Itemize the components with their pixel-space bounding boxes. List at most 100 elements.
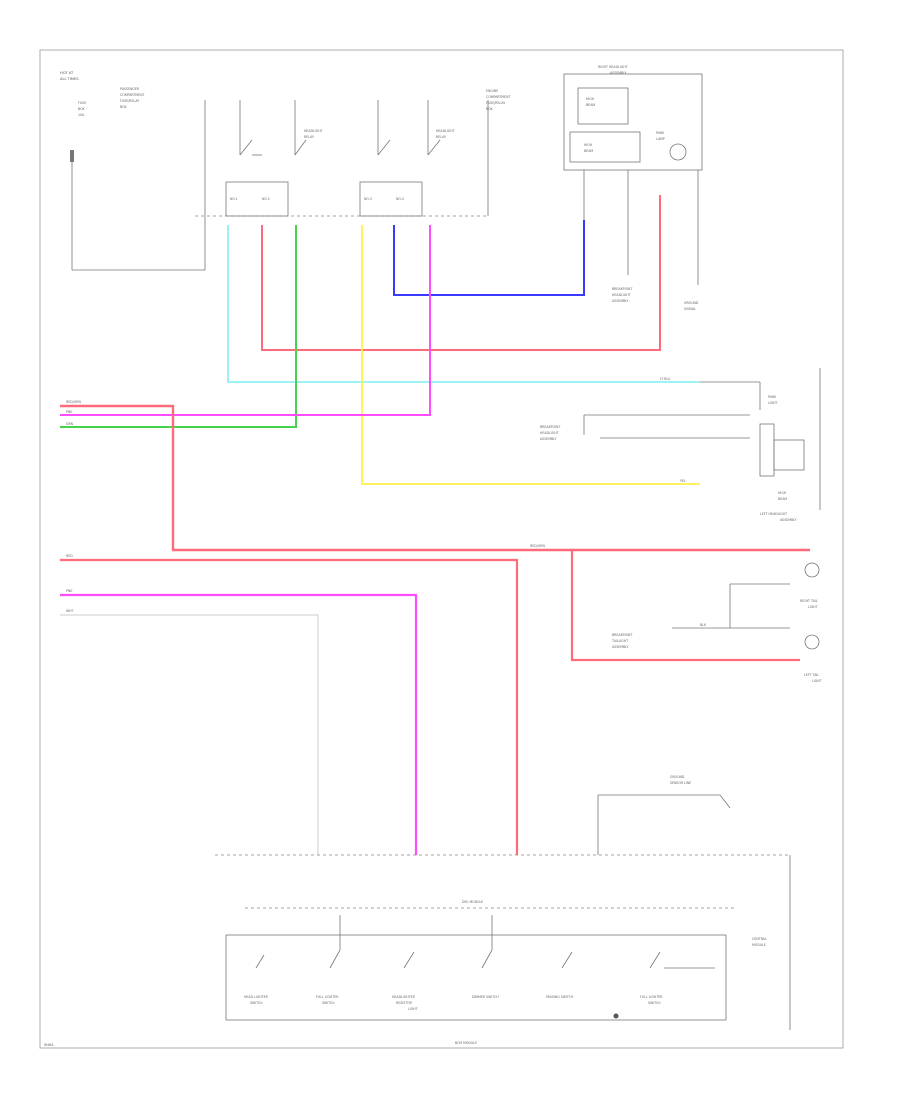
switch-1: HEAD LIGHTER SWITCH — [244, 954, 269, 1005]
relay-right-pin-2: NO.4 — [396, 197, 404, 201]
switch-1-line-1: HEAD LIGHTER — [244, 995, 269, 999]
wire-white — [60, 614, 319, 855]
switch-5-line-1: PASSING SWITCH — [546, 995, 574, 999]
switch-2: FULL LIGHTER SWITCH — [316, 915, 341, 1005]
switch-2-line-1: FULL LIGHTER — [316, 995, 339, 999]
wire-red-top — [261, 195, 661, 351]
rh-ground-2: HEADLIGHT — [612, 293, 631, 297]
rh-high-1: HIGH — [584, 143, 593, 147]
lh-ground-2: HEADLIGHT — [540, 431, 559, 435]
ground-note-1: GROUND — [670, 775, 685, 779]
left-headlight-group: PARK LIGHT BREAKPOINT HEADLIGHT ASSEMBLY… — [540, 368, 821, 522]
tag-red2: RED/GRN — [530, 544, 545, 548]
tag-blk: BLK — [700, 623, 707, 627]
wire-lightblue — [227, 225, 700, 383]
bottom-unit-side-1: CENTRAL — [752, 937, 767, 941]
rh-title-2: ASSEMBLY — [610, 71, 627, 75]
lh-ground-1: BREAKPOINT — [540, 425, 560, 429]
rh-park-1: PARK — [656, 131, 665, 135]
colored-wires-middle — [60, 550, 800, 855]
switch-3-line-2: RESISTOR — [396, 1001, 413, 1005]
fuse-hot-label-1: HOT AT — [60, 71, 74, 75]
lh-lamp-2: BEAM — [778, 497, 787, 501]
fuse-desc-3: FUSE/RELAY — [120, 99, 139, 103]
relay-right-label-2: RELAY — [436, 135, 446, 139]
tag-lb: LT BLU — [660, 377, 671, 381]
tail-right-2: LIGHT — [808, 605, 818, 609]
wire-blue — [393, 220, 585, 296]
fuse-desc-4: BOX — [120, 105, 127, 109]
rh-low-1: HIGH — [586, 97, 595, 101]
relay-left-label-2: RELAY — [304, 135, 314, 139]
lh-ground-3: ASSEMBLY — [540, 437, 557, 441]
fuse-note-1: FUSE — [78, 101, 86, 105]
switch-1-line-2: SWITCH — [250, 1001, 263, 1005]
tail-left-2: LIGHT — [812, 679, 822, 683]
switch-4-line-1: DIMMER SWITCH — [472, 995, 499, 999]
wire-magenta-top — [60, 225, 431, 416]
switch-4: DIMMER SWITCH — [472, 915, 499, 999]
switch-3-line-1: HEADLIGHTER — [392, 995, 416, 999]
lh-title-2: ASSEMBLY — [780, 518, 797, 522]
fuse-note-2: BOX — [78, 107, 85, 111]
ground-sensor-group: GROUND SENSOR LINE — [597, 775, 731, 855]
rh-low-2: BEAM — [586, 103, 595, 107]
tag-w4: RED — [66, 554, 73, 558]
bottom-unit-label: DRL MODULE — [462, 900, 483, 904]
rh-high-2: BEAM — [584, 149, 593, 153]
relay-left-label-1: HEADLIGHT — [304, 129, 323, 133]
tag-w6: WHT — [66, 609, 74, 613]
tag-yel: YEL — [680, 479, 686, 483]
relay-box-group: HEADLIGHT RELAY NO.1 NO.2 HEADLIGHT RELA… — [195, 89, 510, 217]
switch-6: FULL LIGHTER SWITCH — [640, 951, 715, 1005]
right-headlight-group: RIGHT HEADLIGHT ASSEMBLY HIGH BEAM HIGH … — [563, 65, 703, 311]
wire-red-main — [60, 404, 810, 552]
relay-box-desc-2: COMPARTMENT — [486, 95, 510, 99]
tail-left-1: LEFT TAIL — [804, 673, 819, 677]
colored-wires-top — [60, 195, 810, 552]
ground-dot — [613, 1013, 619, 1019]
switch-3-line-3: LIGHT — [408, 1007, 418, 1011]
wire-magenta-mid — [60, 593, 418, 855]
wire-red-tail — [570, 550, 800, 662]
switch-6-line-1: FULL LIGHTER — [640, 995, 663, 999]
rh-ground-1: BREAKPOINT — [612, 287, 632, 291]
lh-title-1: LEFT HEADLIGHT — [760, 512, 787, 516]
lh-lamp-1: HIGH — [778, 491, 787, 495]
switch-3: HEADLIGHTER RESISTOR LIGHT — [392, 951, 418, 1011]
fuse-desc-1: PASSENGER — [120, 87, 140, 91]
wire-red-mid — [60, 558, 519, 855]
tail-ground-2: TAILLIGHT — [611, 639, 628, 643]
tag-w3: GRN — [66, 422, 74, 426]
footer-code: W46A — [44, 1043, 54, 1047]
fuse-hot-label-2: ALL TIMES — [60, 77, 79, 81]
tag-w1: RED/GRN — [66, 400, 81, 404]
rh-signal-1: GROUND — [684, 301, 699, 305]
diagram-frame — [39, 49, 844, 1049]
top-left-fuse-group: HOT AT ALL TIMES FUSE BOX 10A PASSENGER … — [60, 71, 206, 271]
tail-right-1: RIGHT TAIL — [800, 599, 818, 603]
ground-note-2: SENSOR LINE — [670, 781, 691, 785]
rh-ground-3: ASSEMBLY — [612, 299, 629, 303]
relay-box-desc-4: BOX — [486, 107, 493, 111]
switch-2-line-2: SWITCH — [322, 1001, 335, 1005]
switch-6-line-2: SWITCH — [648, 1001, 661, 1005]
rh-signal-2: SIGNAL — [684, 307, 696, 311]
rh-title-1: RIGHT HEADLIGHT — [598, 65, 628, 69]
wire-green — [60, 225, 297, 428]
relay-left-pin-2: NO.2 — [262, 197, 270, 201]
relay-box-desc-1: ENGINE — [486, 89, 498, 93]
relay-box-desc-3: FUSE/RELAY — [486, 101, 505, 105]
tail-ground-1: BREAKPOINT — [612, 633, 632, 637]
tail-light-group: RIGHT TAIL LIGHT LEFT TAIL LIGHT BREAKPO… — [611, 562, 822, 683]
bottom-footer-label: BCM MODULE — [455, 1041, 477, 1045]
bottom-module-group: DRL MODULE CENTRAL MODULE BCM MODULE HEA… — [215, 854, 791, 1045]
tag-w2: PNK — [66, 410, 73, 414]
tail-ground-3: ASSEMBLY — [612, 645, 629, 649]
relay-right-label-1: HEADLIGHT — [436, 129, 455, 133]
fuse-note-3: 10A — [78, 113, 85, 117]
wire-yellow — [361, 225, 700, 485]
tag-w5: PNK — [66, 589, 73, 593]
